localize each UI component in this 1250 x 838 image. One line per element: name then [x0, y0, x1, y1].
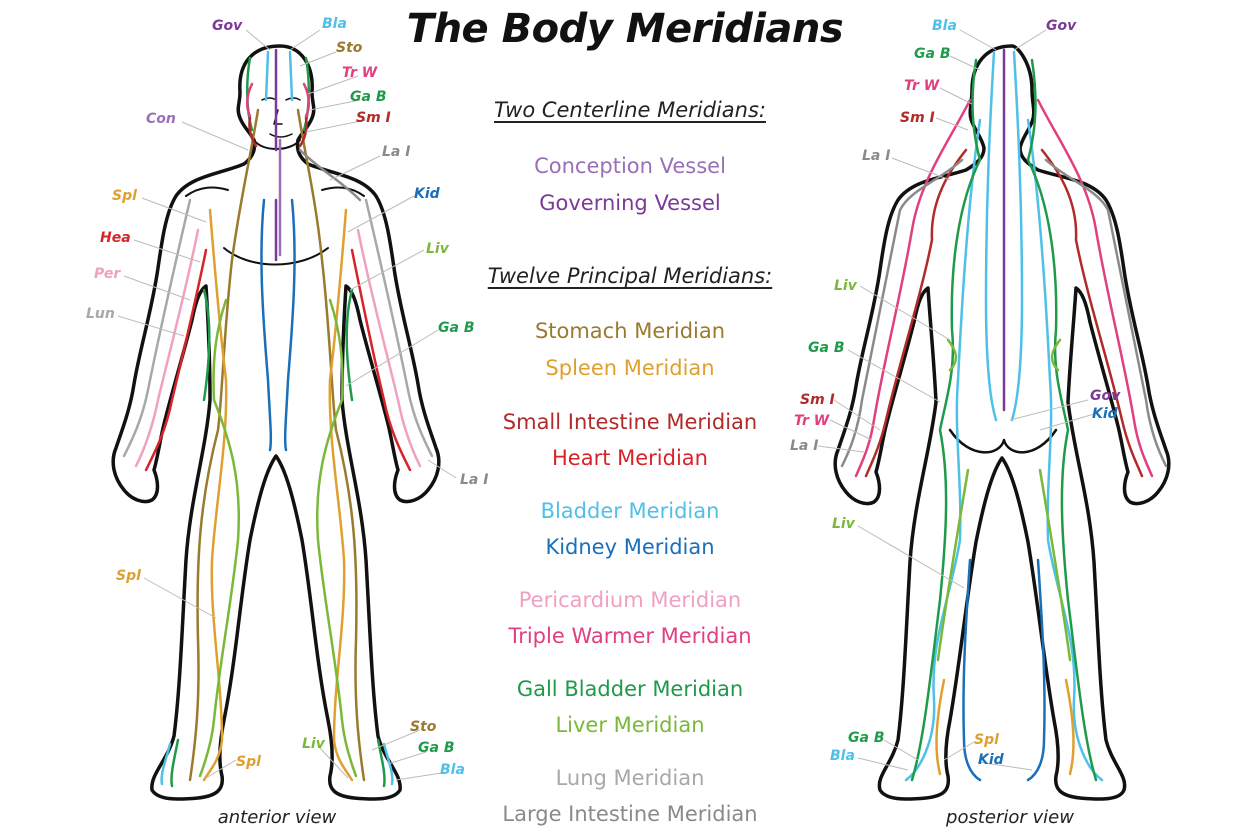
- label-ant-kid: Kid: [414, 186, 441, 202]
- legend-spleen: Spleen Meridian: [545, 356, 715, 380]
- anterior-view-label: anterior view: [217, 807, 337, 828]
- label-ant-gab3: Ga B: [418, 740, 454, 756]
- leader-lines: [117, 29, 1095, 781]
- posterior-smi-line: [864, 148, 1144, 478]
- anterior-outline: [111, 44, 441, 801]
- label-post-gab: Ga B: [914, 46, 950, 62]
- legend-pericardium: Pericardium Meridian: [518, 588, 742, 612]
- label-ant-gab2: Ga B: [438, 320, 474, 336]
- label-ant-lun: Lun: [86, 306, 115, 322]
- legend-gall-bladder: Gall Bladder Meridian: [516, 677, 744, 701]
- anterior-figure: [111, 44, 441, 801]
- anterior-gab-line: [170, 56, 386, 788]
- label-post-liv2: Liv: [832, 516, 856, 532]
- legend-large-intestine: Large Intestine Meridian: [502, 802, 758, 826]
- posterior-liv-line: [936, 338, 1072, 662]
- anterior-lun-line: [122, 198, 434, 458]
- label-post-gov2: Gov: [1090, 388, 1121, 404]
- label-post-lai2: La I: [790, 438, 818, 454]
- posterior-kid-line: [962, 558, 1046, 782]
- legend-bladder: Bladder Meridian: [540, 499, 720, 523]
- legend-liver: Liver Meridian: [555, 713, 705, 737]
- label-ant-con: Con: [146, 111, 176, 127]
- label-ant-hea: Hea: [100, 230, 131, 246]
- label-post-gov: Gov: [1046, 18, 1077, 34]
- anterior-labels: Gov Bla Sto Tr W Ga B Sm I Con La I Spl …: [86, 16, 488, 778]
- label-post-kid: Kid: [1092, 406, 1119, 422]
- legend-stomach: Stomach Meridian: [534, 319, 726, 343]
- anterior-per-line: [134, 228, 422, 468]
- label-post-kid2: Kid: [978, 752, 1005, 768]
- label-ant-gov: Gov: [212, 18, 243, 34]
- posterior-lai-line: [840, 158, 1168, 468]
- posterior-gab-line: [910, 58, 1098, 782]
- label-post-smi2: Sm I: [800, 392, 835, 408]
- page-title: The Body Meridians: [406, 6, 844, 52]
- label-ant-spl: Spl: [112, 188, 137, 204]
- label-post-trw: Tr W: [904, 78, 940, 94]
- label-ant-trw: Tr W: [342, 65, 378, 81]
- legend-small-intestine: Small Intestine Meridian: [502, 410, 758, 434]
- anterior-bla-line: [160, 50, 394, 786]
- posterior-labels: Bla Gov Ga B Tr W Sm I La I Liv Ga B Sm …: [790, 18, 1121, 768]
- anterior-spl-line: [202, 208, 354, 782]
- centerline-heading: Two Centerline Meridians:: [494, 98, 766, 122]
- label-ant-lai2: La I: [460, 472, 488, 488]
- posterior-spl-line: [935, 678, 1075, 776]
- label-post-gab2: Ga B: [808, 340, 844, 356]
- label-post-lai: La I: [862, 148, 890, 164]
- posterior-figure: [833, 44, 1171, 801]
- legend-lung: Lung Meridian: [555, 766, 705, 790]
- legend-governing-vessel: Governing Vessel: [539, 191, 721, 215]
- legend-conception-vessel: Conception Vessel: [534, 154, 726, 178]
- posterior-bla-line: [904, 50, 1104, 782]
- label-ant-per: Per: [94, 266, 121, 282]
- label-ant-liv: Liv: [426, 241, 450, 257]
- label-ant-spl3: Spl: [236, 754, 261, 770]
- anterior-liv-line: [198, 298, 358, 778]
- label-ant-spl2: Spl: [116, 568, 141, 584]
- principal-heading: Twelve Principal Meridians:: [487, 264, 773, 288]
- label-ant-liv2: Liv: [302, 736, 326, 752]
- legend-heart: Heart Meridian: [552, 446, 708, 470]
- posterior-view-label: posterior view: [946, 807, 1074, 828]
- label-ant-sto: Sto: [336, 40, 363, 56]
- anterior-hea-line: [144, 248, 412, 472]
- label-ant-lai: La I: [382, 144, 410, 160]
- label-post-trw2: Tr W: [794, 413, 830, 429]
- label-ant-gab: Ga B: [350, 89, 386, 105]
- anterior-kid-line: [260, 198, 296, 452]
- label-post-gab3: Ga B: [848, 730, 884, 746]
- posterior-outline: [833, 44, 1171, 801]
- label-ant-bla2: Bla: [440, 762, 465, 778]
- label-post-spl: Spl: [974, 732, 999, 748]
- label-ant-smi: Sm I: [356, 110, 391, 126]
- label-ant-bla: Bla: [322, 16, 347, 32]
- label-ant-sto2: Sto: [410, 719, 437, 735]
- legend-kidney: Kidney Meridian: [545, 535, 715, 559]
- label-post-bla2: Bla: [830, 748, 855, 764]
- anterior-smi-line: [248, 116, 308, 148]
- label-post-smi: Sm I: [900, 110, 935, 126]
- anterior-sto-line: [188, 108, 366, 782]
- anterior-trw-line: [246, 82, 310, 118]
- legend-triple-warmer: Triple Warmer Meridian: [508, 624, 752, 648]
- anterior-lai-line: [298, 148, 362, 202]
- label-post-liv: Liv: [834, 278, 858, 294]
- label-post-bla: Bla: [932, 18, 957, 34]
